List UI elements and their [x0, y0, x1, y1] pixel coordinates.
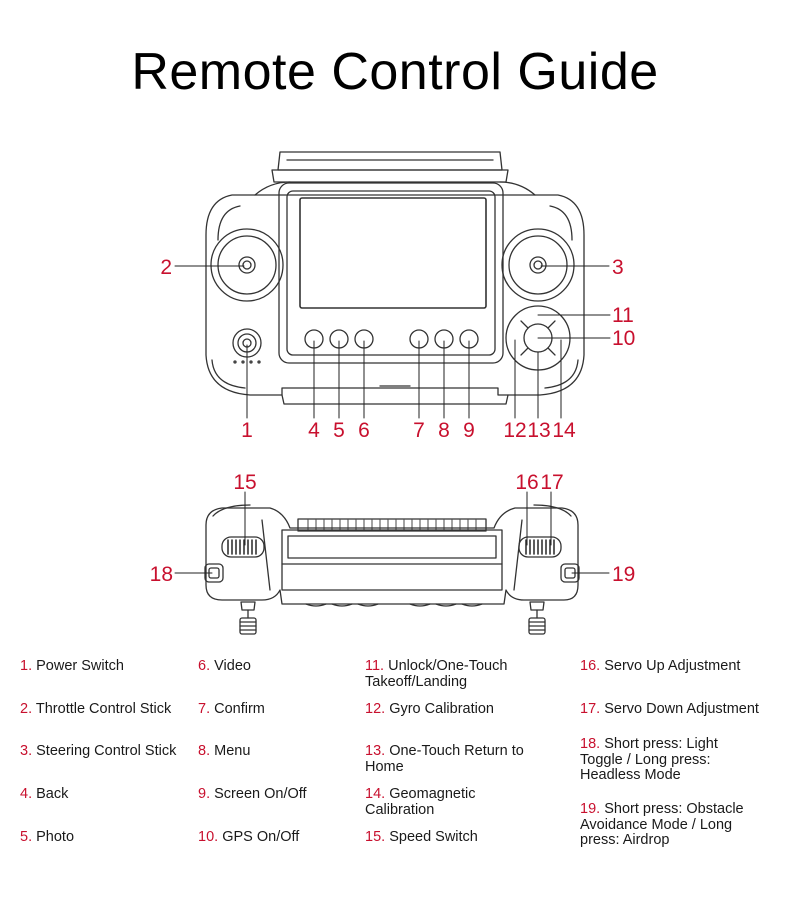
callout-1: 1 [241, 419, 253, 442]
legend-item-19: 19. Short press: Obstacle Avoidance Mode… [580, 801, 744, 848]
legend-item-3: 3. Steering Control Stick [20, 743, 177, 759]
legend-item-18: 18. Short press: Light Toggle / Long pre… [580, 736, 718, 783]
callout-14: 14 [552, 419, 576, 442]
legend-item-10: 10. GPS On/Off [198, 829, 300, 845]
legend-item-11: 11. Unlock/One-Touch Takeoff/Landing [365, 658, 508, 690]
legend-item-14: 14. Geomagnetic Calibration [365, 786, 476, 818]
legend-item-6: 6. Video [198, 658, 251, 674]
legend-item-9: 9. Screen On/Off [198, 786, 307, 802]
legend-item-16: 16. Servo Up Adjustment [580, 658, 741, 674]
legend-item-2: 2. Throttle Control Stick [20, 701, 172, 717]
legend-item-12: 12. Gyro Calibration [365, 701, 494, 717]
remote-front-view [205, 151, 585, 405]
callout-3: 3 [612, 256, 624, 279]
callout-4: 4 [308, 419, 320, 442]
page-title: Remote Control Guide [131, 43, 659, 101]
callout-15: 15 [233, 471, 256, 494]
bottom-leader-lines [174, 491, 610, 574]
legend-item-17: 17. Servo Down Adjustment [580, 701, 759, 717]
callout-6: 6 [358, 419, 370, 442]
callout-labels: 2 3 11 10 1 4 5 6 7 8 9 12 13 14 15 16 1… [150, 256, 636, 586]
legend-item-13: 13. One-Touch Return to Home [365, 743, 524, 775]
legend-item-15: 15. Speed Switch [365, 829, 478, 845]
callout-17: 17 [540, 471, 563, 494]
callout-9: 9 [463, 419, 475, 442]
legend-item-4: 4. Back [20, 786, 69, 802]
callout-13: 13 [527, 419, 550, 442]
legend-item-7: 7. Confirm [198, 701, 265, 717]
callout-10: 10 [612, 327, 635, 350]
callout-11: 11 [612, 304, 634, 327]
front-leader-lines [174, 265, 611, 419]
callout-7: 7 [413, 419, 425, 442]
legend-item-1: 1. Power Switch [20, 658, 124, 674]
legend-item-5: 5. Photo [20, 829, 75, 845]
legend-item-8: 8. Menu [198, 743, 251, 759]
callout-19: 19 [612, 563, 635, 586]
remote-bottom-view [204, 504, 580, 635]
callout-12: 12 [503, 419, 526, 442]
callout-2: 2 [160, 256, 172, 279]
callout-18: 18 [150, 563, 173, 586]
callout-5: 5 [333, 419, 345, 442]
callout-8: 8 [438, 419, 450, 442]
callout-16: 16 [515, 471, 538, 494]
